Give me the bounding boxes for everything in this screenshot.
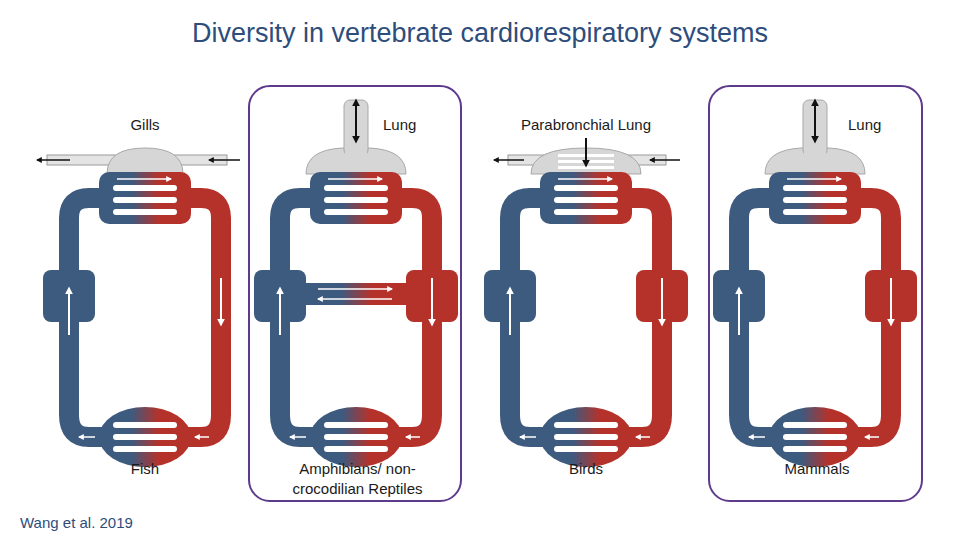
- citation: Wang et al. 2019: [20, 513, 220, 533]
- mammal-circuit: [713, 100, 917, 467]
- highlight-frame: LungAmphibians/ non-crocodilian Reptiles: [248, 85, 462, 502]
- highlight-frame: LungMammals: [708, 85, 923, 502]
- diagram-label: Gills: [95, 115, 195, 135]
- bird-circuit: [484, 138, 688, 467]
- fish-circuit: [37, 148, 240, 467]
- diagram-label: Birds: [536, 459, 636, 479]
- diagram-label: Parabronchial Lung: [486, 115, 686, 135]
- diagram-label: Fish: [95, 459, 195, 479]
- slide-title: Diversity in vertebrate cardiorespirator…: [30, 16, 930, 50]
- group-label: Mammals: [767, 459, 867, 479]
- organ-label: Lung: [848, 115, 908, 135]
- group-label: Amphibians/ non-crocodilian Reptiles: [275, 459, 440, 499]
- amphibian-circuit: [254, 100, 458, 467]
- organ-label: Lung: [383, 115, 443, 135]
